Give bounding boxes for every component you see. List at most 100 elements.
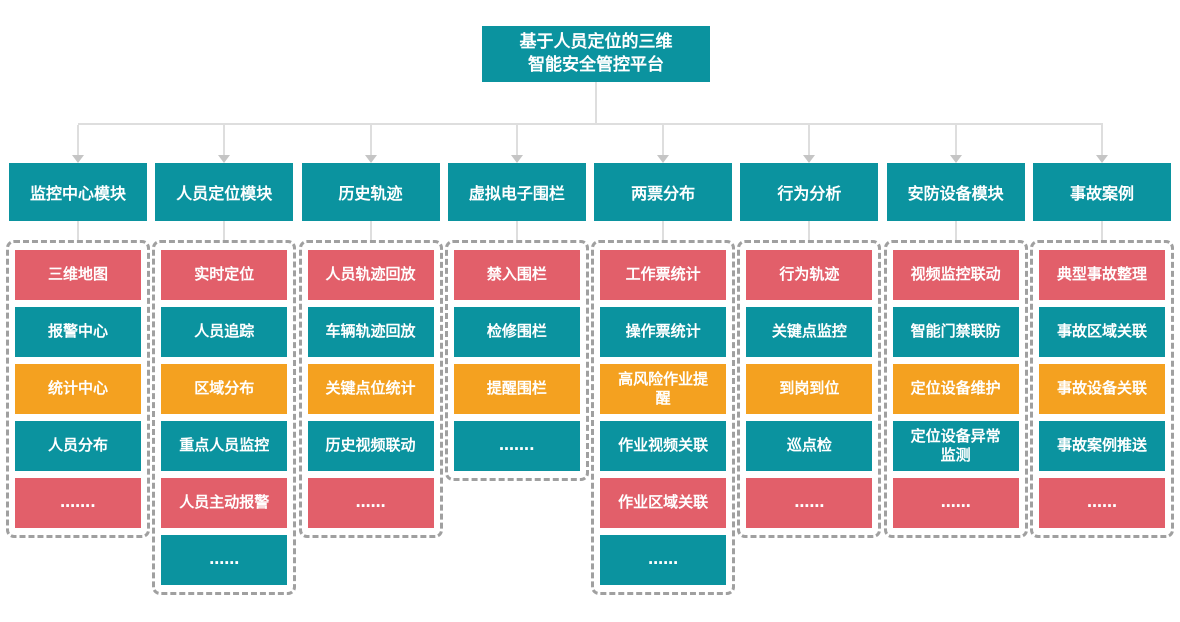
feature-item-label: 智能门禁联防	[910, 322, 1001, 341]
connector-link	[591, 221, 735, 240]
feature-item-label: 三维地图	[47, 265, 108, 284]
feature-item-label: ……	[355, 493, 386, 512]
feature-item-label: ……	[940, 493, 971, 512]
feature-item-label: ……	[209, 550, 240, 569]
feature-item: 报警中心	[15, 307, 141, 357]
feature-item-label: ……	[794, 493, 825, 512]
connector-title-drop	[595, 82, 597, 123]
feature-item-label: 高风险作业提醒	[618, 369, 709, 408]
feature-item: 事故设备关联	[1038, 364, 1165, 414]
feature-item-label: 人员轨迹回放	[325, 265, 416, 284]
module-header: 人员定位模块	[155, 163, 294, 221]
feature-item: 重点人员监控	[161, 421, 288, 471]
module-items-container: 工作票统计 操作票统计 高风险作业提醒 作业视频关联 作业区域关联 ……	[591, 240, 736, 595]
feature-item-label: 人员追踪	[194, 322, 255, 341]
module-header: 事故案例	[1032, 163, 1171, 221]
module-items-container: 禁入围栏 检修围栏 提醒围栏 …….	[444, 240, 589, 481]
connector-line	[369, 221, 372, 240]
feature-item-label: 事故设备关联	[1056, 379, 1147, 398]
connector-link	[884, 221, 1028, 240]
connector-link	[6, 221, 150, 240]
feature-item-label: 车辆轨迹回放	[325, 322, 416, 341]
connector-line	[808, 221, 811, 240]
connector-line	[1100, 125, 1103, 155]
feature-item-label: …….	[498, 436, 535, 455]
platform-title: 基于人员定位的三维智能安全管控平台	[482, 26, 710, 82]
feature-item-label: 统计中心	[47, 379, 108, 398]
connector-drop	[152, 125, 296, 163]
connector-link	[152, 221, 296, 240]
feature-item-label: 视频监控联动	[910, 265, 1001, 284]
feature-item: 作业视频关联	[600, 421, 727, 471]
module-column-security-equipment: 安防设备模块 视频监控联动 智能门禁联防 定位设备维护 定位设备异常监测 ……	[883, 125, 1028, 595]
connector-line	[808, 125, 811, 155]
connector-link	[1030, 221, 1174, 240]
feature-item: 定位设备维护	[892, 364, 1019, 414]
module-column-history-track: 历史轨迹 人员轨迹回放 车辆轨迹回放 关键点位统计 历史视频联动 ……	[298, 125, 443, 595]
arrow-down-icon	[657, 155, 670, 163]
feature-item-label: 操作票统计	[625, 322, 701, 341]
connector-line	[223, 221, 226, 240]
module-items-container: 行为轨迹 关键点监控 到岗到位 巡点检 ……	[737, 240, 882, 538]
feature-item: 车辆轨迹回放	[307, 307, 434, 357]
feature-item-label: 区域分布	[194, 379, 255, 398]
feature-item: 历史视频联动	[307, 421, 434, 471]
feature-item: 事故案例推送	[1038, 421, 1165, 471]
connector-line	[223, 125, 226, 155]
feature-item: 智能门禁联防	[892, 307, 1019, 357]
connector-line	[515, 221, 518, 240]
connector-line	[515, 125, 518, 155]
feature-item-label: 人员主动报警	[179, 493, 270, 512]
arrow-down-icon	[510, 155, 523, 163]
module-header: 监控中心模块	[9, 163, 147, 221]
feature-item-label: 工作票统计	[625, 265, 701, 284]
feature-item: 工作票统计	[600, 250, 727, 300]
connector-line	[662, 221, 665, 240]
module-items-container: 典型事故整理 事故区域关联 事故设备关联 事故案例推送 ……	[1029, 240, 1174, 538]
feature-item: 禁入围栏	[453, 250, 580, 300]
feature-item: 到岗到位	[746, 364, 873, 414]
connector-drop	[445, 125, 589, 163]
module-column-behavior-analysis: 行为分析 行为轨迹 关键点监控 到岗到位 巡点检 ……	[737, 125, 882, 595]
feature-item: 事故区域关联	[1038, 307, 1165, 357]
connector-line	[77, 125, 79, 155]
feature-item-label: …….	[60, 493, 96, 512]
feature-item-label: ……	[648, 550, 679, 569]
connector-horizontal-line	[78, 123, 1103, 125]
connector-drop	[299, 125, 443, 163]
feature-item: …….	[15, 478, 141, 528]
module-column-virtual-fence: 虚拟电子围栏 禁入围栏 检修围栏 提醒围栏 …….	[444, 125, 589, 595]
feature-item-label: 报警中心	[47, 322, 108, 341]
feature-item-label: 历史视频联动	[325, 436, 416, 455]
feature-item: 提醒围栏	[453, 364, 580, 414]
connector-drop	[591, 125, 735, 163]
feature-item-label: 巡点检	[786, 436, 832, 455]
feature-item: 行为轨迹	[746, 250, 873, 300]
arrow-down-icon	[218, 155, 231, 163]
arrow-down-icon	[364, 155, 377, 163]
connector-line	[1100, 221, 1103, 240]
feature-item-label: 事故区域关联	[1056, 322, 1147, 341]
module-column-accident-cases: 事故案例 典型事故整理 事故区域关联 事故设备关联 事故案例推送 ……	[1029, 125, 1174, 595]
module-items-container: 人员轨迹回放 车辆轨迹回放 关键点位统计 历史视频联动 ……	[298, 240, 443, 538]
feature-item-label: 行为轨迹	[779, 265, 840, 284]
feature-item: 高风险作业提醒	[600, 364, 727, 414]
feature-item: ……	[892, 478, 1019, 528]
feature-item-label: 人员分布	[47, 436, 108, 455]
feature-item: 定位设备异常监测	[892, 421, 1019, 471]
module-column-monitoring-center: 监控中心模块 三维地图 报警中心 统计中心 人员分布 …….	[6, 125, 150, 595]
feature-item: ……	[746, 478, 873, 528]
feature-item-label: 关键点位统计	[325, 379, 416, 398]
feature-item-label: 提醒围栏	[486, 379, 547, 398]
arrow-down-icon	[1095, 155, 1108, 163]
feature-item: 人员主动报警	[161, 478, 288, 528]
feature-item-label: 作业视频关联	[618, 436, 709, 455]
feature-item: 关键点位统计	[307, 364, 434, 414]
connector-drop	[884, 125, 1028, 163]
connector-link	[299, 221, 443, 240]
feature-item: 典型事故整理	[1038, 250, 1165, 300]
module-header: 两票分布	[594, 163, 733, 221]
feature-item: 作业区域关联	[600, 478, 727, 528]
feature-item-label: 定位设备维护	[910, 379, 1001, 398]
